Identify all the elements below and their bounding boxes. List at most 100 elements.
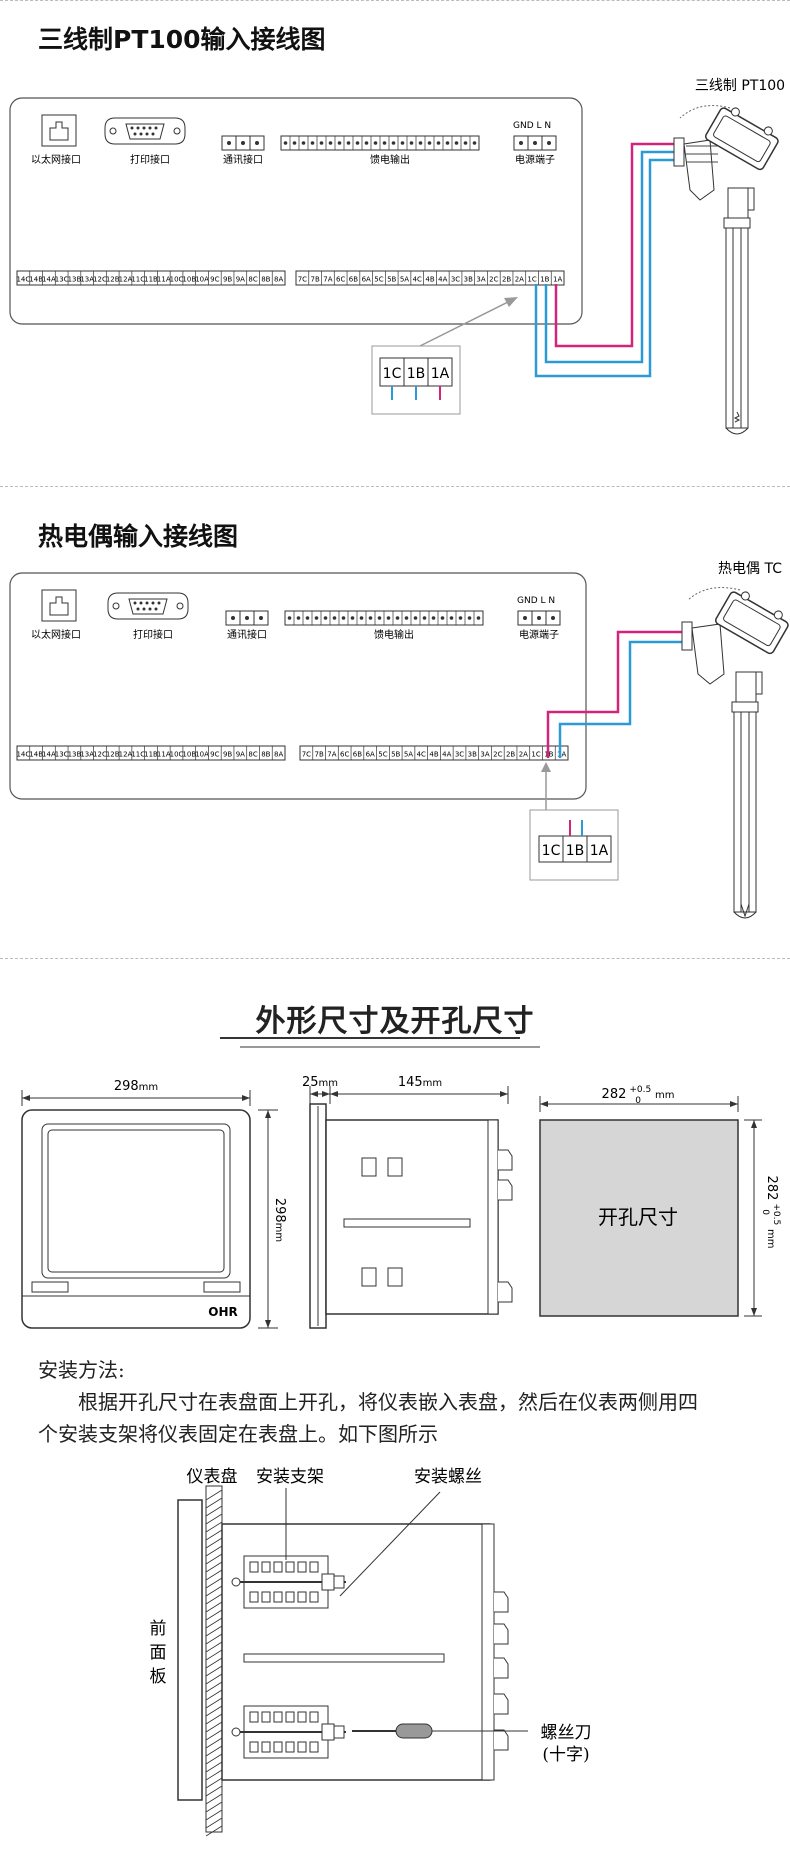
s1-terminal-6c: 6C xyxy=(336,275,345,284)
s1-terminal-5c: 5C xyxy=(374,275,383,284)
s1-terminal-9b: 9B xyxy=(223,275,232,284)
divider-1 xyxy=(0,486,790,487)
s1-print-label: 打印接口 xyxy=(130,153,170,166)
cutout-height-label: 282+0.50mm xyxy=(760,1176,781,1249)
s2-terminal-12c: 12C xyxy=(93,750,107,759)
screwdriver-label: 螺丝刀 xyxy=(541,1723,592,1743)
s1-zoom-box: 1C 1B 1A xyxy=(371,345,461,415)
s2-ethernet-port-icon xyxy=(41,589,77,622)
panel-label: 仪表盘 xyxy=(187,1467,238,1487)
s1-feed-output-strip xyxy=(280,135,480,151)
front-width-unit: mm xyxy=(139,1082,158,1093)
install-text-line1: 根据开孔尺寸在表盘面上开孔，将仪表嵌入表盘，然后在仪表两侧用四 xyxy=(78,1390,698,1414)
s2-power-terminal-icon xyxy=(517,610,561,626)
s2-terminal-2b: 2B xyxy=(506,750,515,759)
install-text-line2: 个安装支架将仪表固定在表盘上。如下图所示 xyxy=(38,1422,438,1446)
s2-print-label: 打印接口 xyxy=(133,628,173,641)
s1-terminal-13c: 13C xyxy=(55,275,69,284)
s1-terminal-12b: 12B xyxy=(106,275,120,284)
s2-terminal-9b: 9B xyxy=(223,750,232,759)
s2-zoom-box: 1C 1B 1A xyxy=(529,809,619,881)
s1-wires xyxy=(534,142,676,378)
screw-label: 安装螺丝 xyxy=(414,1467,482,1487)
section3-title: 外形尺寸及开孔尺寸 xyxy=(255,1004,535,1039)
s1-pt100-sensor-icon xyxy=(673,105,779,435)
s1-terminal-12c: 12C xyxy=(93,275,107,284)
cutout-height-unit: mm xyxy=(765,1229,776,1248)
s2-terminal-6b: 6B xyxy=(353,750,362,759)
s1-terminal-1b: 1B xyxy=(540,275,549,284)
s2-terminal-5a: 5A xyxy=(404,750,413,759)
s1-ethernet-label: 以太网接口 xyxy=(31,153,81,166)
s1-terminal-10a: 10A xyxy=(195,275,209,284)
s1-ethernet-port-icon xyxy=(41,114,77,147)
s2-terminal-8a: 8A xyxy=(274,750,283,759)
s1-terminal-9c: 9C xyxy=(210,275,219,284)
s1-terminal-4c: 4C xyxy=(413,275,422,284)
s2-terminal-13c: 13C xyxy=(55,750,69,759)
s2-print-port-icon xyxy=(107,592,189,620)
s2-terminal-5c: 5C xyxy=(378,750,387,759)
s1-terminal-2c: 2C xyxy=(489,275,498,284)
s1-terminal-13b: 13B xyxy=(68,275,82,284)
side-body-depth-value: 145 xyxy=(398,1075,423,1090)
s2-comm-port-icon xyxy=(225,610,269,626)
s1-terminal-11a: 11A xyxy=(157,275,171,284)
panel-plate-hatched xyxy=(205,1485,223,1837)
front-height-value: 298 xyxy=(272,1198,287,1223)
s1-terminal-6b: 6B xyxy=(349,275,358,284)
cutout-height-tol-plus: +0.5 xyxy=(771,1203,781,1225)
s2-terminal-6c: 6C xyxy=(340,750,349,759)
s2-terminal-10c: 10C xyxy=(170,750,184,759)
s1-zoom-1c: 1C xyxy=(383,366,402,382)
s2-terminal-12a: 12A xyxy=(119,750,133,759)
s1-power-terminal-icon xyxy=(513,135,557,151)
s1-terminal-2a: 2A xyxy=(515,275,524,284)
s2-terminal-2c: 2C xyxy=(493,750,502,759)
s1-terminal-7c: 7C xyxy=(298,275,307,284)
s1-terminal-8c: 8C xyxy=(248,275,257,284)
s2-sensor-label: 热电偶 TC xyxy=(718,561,782,577)
s1-terminal-9a: 9A xyxy=(236,275,245,284)
front-label-2: 面 xyxy=(150,1643,167,1663)
s1-terminal-12a: 12A xyxy=(119,275,133,284)
s2-zoom-1c: 1C xyxy=(542,843,561,859)
side-body-depth-label: 145mm xyxy=(398,1075,442,1090)
s2-terminal-9c: 9C xyxy=(210,750,219,759)
s1-terminal-4a: 4A xyxy=(438,275,447,284)
front-view: OHR xyxy=(21,1090,278,1329)
s1-terminal-11b: 11B xyxy=(144,275,158,284)
cutout-width-tol-minus: 0 xyxy=(635,1096,641,1106)
s1-zoom-1b: 1B xyxy=(407,366,426,382)
s2-terminal-7c: 7C xyxy=(302,750,311,759)
front-height-unit: mm xyxy=(273,1223,284,1242)
s2-terminal-6a: 6A xyxy=(366,750,375,759)
s1-terminal-4b: 4B xyxy=(425,275,434,284)
s2-terminal-11c: 11C xyxy=(131,750,145,759)
s2-terminal-3a: 3A xyxy=(480,750,489,759)
s2-terminal-12b: 12B xyxy=(106,750,120,759)
s2-zoom-arrow xyxy=(541,762,551,810)
s1-power-label: 电源端子 xyxy=(515,153,555,166)
s1-feed-label: 馈电输出 xyxy=(370,153,410,166)
mounting-bracket-top-icon xyxy=(231,1555,346,1609)
divider-top xyxy=(0,0,790,1)
s2-terminal-8b: 8B xyxy=(261,750,270,759)
s1-terminal-14a: 14A xyxy=(42,275,56,284)
mounting-bracket-bottom-icon xyxy=(231,1705,346,1759)
cutout-width-value: 282 xyxy=(602,1087,627,1102)
side-front-depth-label: 25mm xyxy=(302,1075,338,1090)
s2-terminal-3c: 3C xyxy=(455,750,464,759)
s1-terminal-14b: 14B xyxy=(29,275,43,284)
install-heading: 安装方法: xyxy=(38,1358,125,1382)
divider-2 xyxy=(0,958,790,959)
section1-title: 三线制PT100输入接线图 xyxy=(38,25,326,54)
s1-terminal-11c: 11C xyxy=(131,275,145,284)
